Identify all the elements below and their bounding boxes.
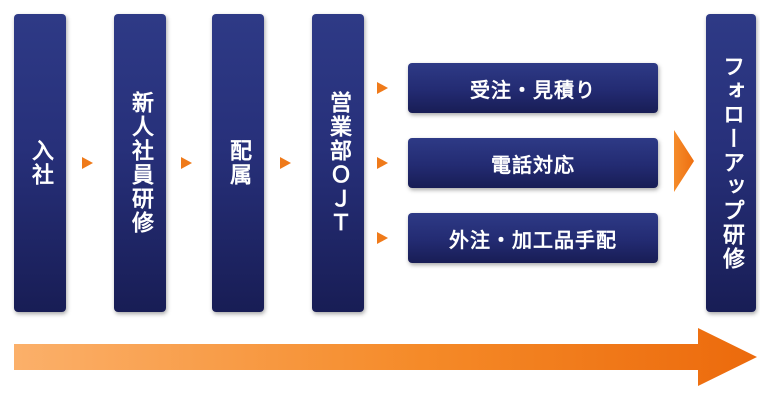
task-label: 受注・見積り xyxy=(470,77,596,102)
arrow-right-icon xyxy=(82,157,93,169)
task-label: 外注・加工品手配 xyxy=(449,227,617,252)
stage-shinjin-kenshu: 新人社員研修 xyxy=(114,14,166,312)
task-order-estimate: 受注・見積り xyxy=(408,63,658,113)
stage-label: 入社 xyxy=(28,139,53,187)
stage-nyusha: 入社 xyxy=(14,14,66,312)
task-label: 電話対応 xyxy=(491,152,575,177)
timeline-arrow-icon xyxy=(14,328,757,386)
stage-label: 営業部ＯＪＴ xyxy=(326,91,351,235)
chevron-right-icon xyxy=(674,130,694,192)
stage-haizoku: 配属 xyxy=(212,14,264,312)
stage-label: 新人社員研修 xyxy=(128,91,153,235)
stage-ojt: 営業部ＯＪＴ xyxy=(312,14,364,312)
arrow-right-icon xyxy=(377,232,388,244)
task-outsource-arrangement: 外注・加工品手配 xyxy=(408,213,658,263)
stage-followup: フォローアップ研修 xyxy=(706,14,756,312)
task-phone-support: 電話対応 xyxy=(408,138,658,188)
stage-label: フォローアップ研修 xyxy=(719,55,744,271)
arrow-right-icon xyxy=(181,157,192,169)
arrow-right-icon xyxy=(280,157,291,169)
arrow-right-icon xyxy=(377,82,388,94)
arrow-right-icon xyxy=(377,157,388,169)
stage-label: 配属 xyxy=(226,139,251,187)
